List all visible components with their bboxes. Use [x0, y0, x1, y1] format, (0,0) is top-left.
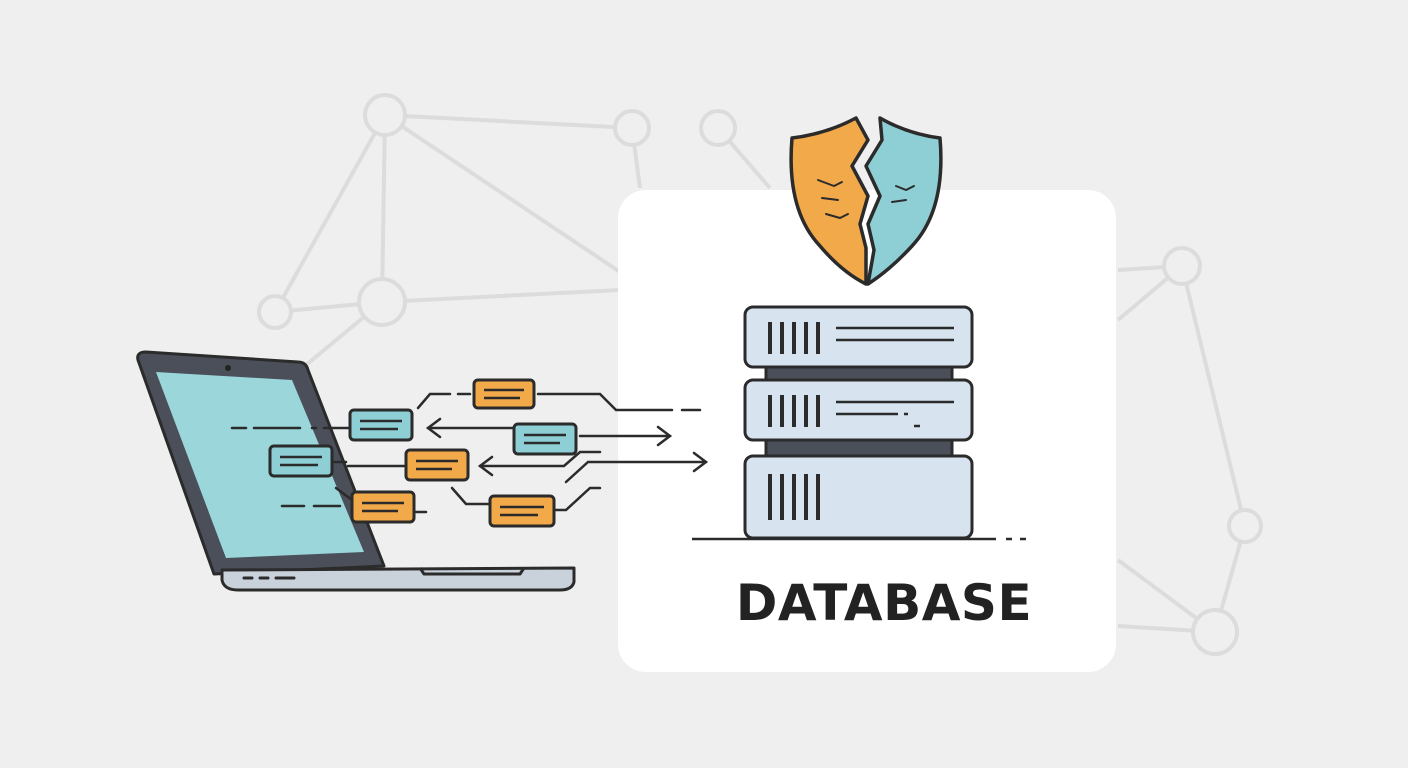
laptop-trackpad-notch — [418, 567, 526, 576]
shield-left-half — [789, 116, 870, 286]
data-packet-icon — [472, 378, 536, 410]
data-packet-icon — [488, 494, 556, 528]
data-flow-lines — [230, 392, 709, 514]
database-server-icon — [692, 305, 1026, 541]
data-packet-icon — [350, 490, 416, 524]
data-packets — [268, 378, 578, 528]
data-packet-icon — [512, 422, 578, 456]
data-packet-icon — [404, 448, 470, 482]
data-packet-icon — [348, 408, 414, 442]
broken-shield-icon — [789, 116, 943, 286]
server-unit — [743, 305, 974, 369]
laptop-icon — [136, 350, 576, 592]
laptop-screen — [156, 372, 364, 558]
server-unit — [743, 378, 974, 442]
network-background — [257, 93, 1263, 656]
data-packet-icon — [268, 444, 334, 478]
network-node-icon — [257, 93, 1263, 656]
laptop-camera — [225, 365, 231, 371]
server-unit — [743, 454, 974, 540]
database-label: DATABASE — [736, 574, 1032, 632]
shield-cracks — [817, 179, 915, 219]
